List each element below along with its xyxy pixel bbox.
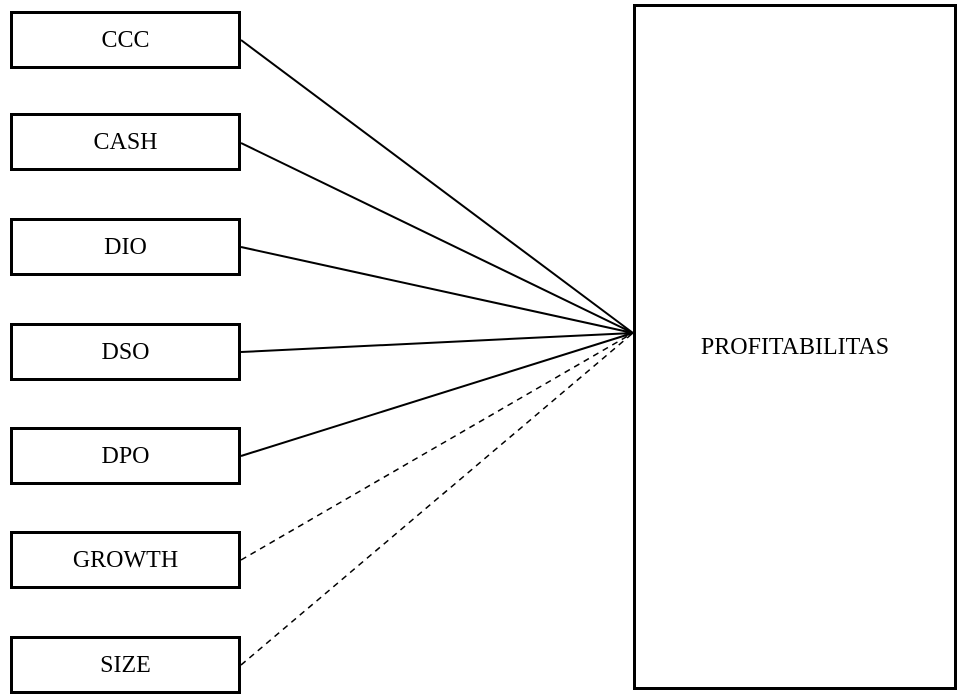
link-dpo — [240, 332, 634, 457]
link-dio — [240, 246, 634, 334]
variable-label: DSO — [101, 338, 150, 365]
variable-box-dpo: DPO — [10, 427, 241, 485]
link-size — [240, 332, 634, 666]
link-cash — [240, 142, 634, 334]
variable-box-size: SIZE — [10, 636, 241, 694]
variable-box-growth: GROWTH — [10, 531, 241, 589]
variable-label: GROWTH — [72, 546, 179, 573]
link-dso — [240, 332, 634, 353]
variable-label: SIZE — [100, 651, 151, 678]
dependent-variable-box: PROFITABILITAS — [633, 4, 957, 690]
variable-box-dio: DIO — [10, 218, 241, 276]
variable-label: CCC — [101, 26, 150, 53]
variable-box-ccc: CCC — [10, 11, 241, 69]
link-growth — [240, 332, 634, 561]
variable-box-cash: CASH — [10, 113, 241, 171]
variable-box-dso: DSO — [10, 323, 241, 381]
variable-label: DIO — [104, 233, 147, 260]
link-ccc — [240, 39, 634, 334]
variable-label: CASH — [93, 128, 158, 155]
dependent-variable-label: PROFITABILITAS — [700, 333, 890, 360]
variable-label: DPO — [101, 442, 150, 469]
